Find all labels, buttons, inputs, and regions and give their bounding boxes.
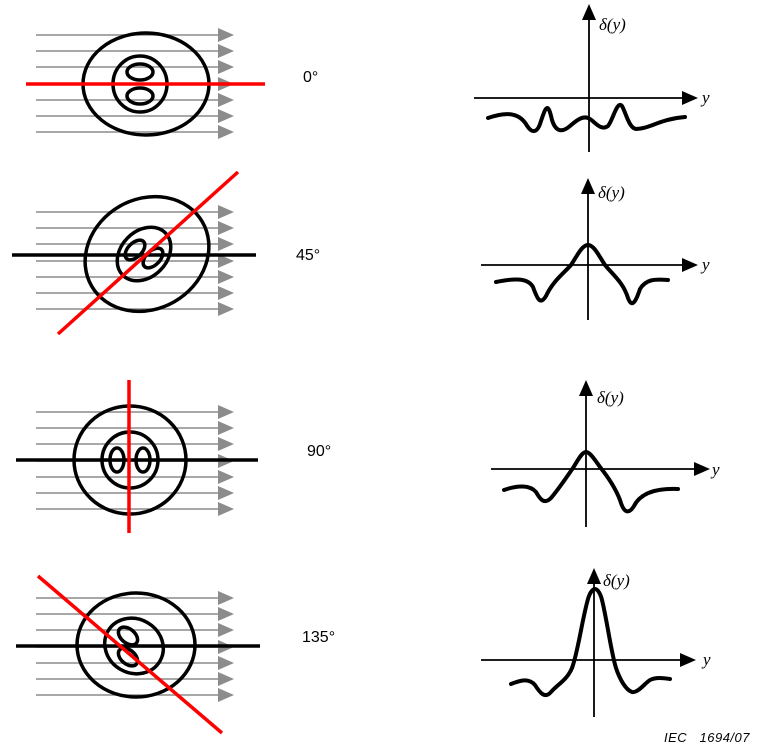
delta-label: δ(y) (603, 571, 630, 590)
profile-curve (494, 243, 670, 306)
object-90deg (16, 380, 258, 533)
y-label: y (700, 255, 710, 274)
profile-curve (509, 587, 672, 697)
row-0deg: 0° δ(y) y (26, 4, 710, 152)
angle-label: 90° (307, 443, 331, 460)
object-0deg (26, 28, 265, 139)
angle-label: 135° (302, 629, 335, 646)
object-135deg (16, 574, 260, 735)
projection-line-135deg (36, 574, 224, 735)
row-135deg: 135° δ(y) y (16, 568, 711, 735)
delta-label: δ(y) (599, 15, 626, 34)
core-lobe-bottom (125, 86, 155, 106)
core-lobe-top (125, 62, 155, 82)
iec-reference: IEC 1694/07 (664, 730, 750, 745)
delta-label: δ(y) (597, 388, 624, 407)
profile-curve (502, 450, 680, 514)
core-lobe-1 (116, 625, 140, 647)
y-label: y (700, 88, 710, 107)
profile-plot-0deg: δ(y) y (474, 4, 710, 152)
object-45deg (12, 170, 256, 336)
outer-ellipse (83, 194, 211, 314)
profile-curve (486, 102, 687, 134)
parallel-rays (36, 205, 234, 316)
profile-plot-45deg: δ(y) y (481, 178, 710, 320)
delta-label: δ(y) (598, 183, 625, 202)
projection-line-45deg (56, 170, 240, 336)
angle-label: 0° (303, 69, 318, 86)
row-90deg: 90° δ(y) y (16, 380, 720, 533)
angle-label: 45° (296, 247, 320, 264)
row-45deg: 45° δ(y) y (12, 170, 710, 336)
core-lobe-2 (116, 646, 140, 668)
y-label: y (710, 460, 720, 479)
profile-plot-135deg: δ(y) y (481, 568, 711, 717)
inner-ellipse (102, 616, 166, 676)
profile-plot-90deg: δ(y) y (491, 380, 720, 527)
y-label: y (701, 650, 711, 669)
